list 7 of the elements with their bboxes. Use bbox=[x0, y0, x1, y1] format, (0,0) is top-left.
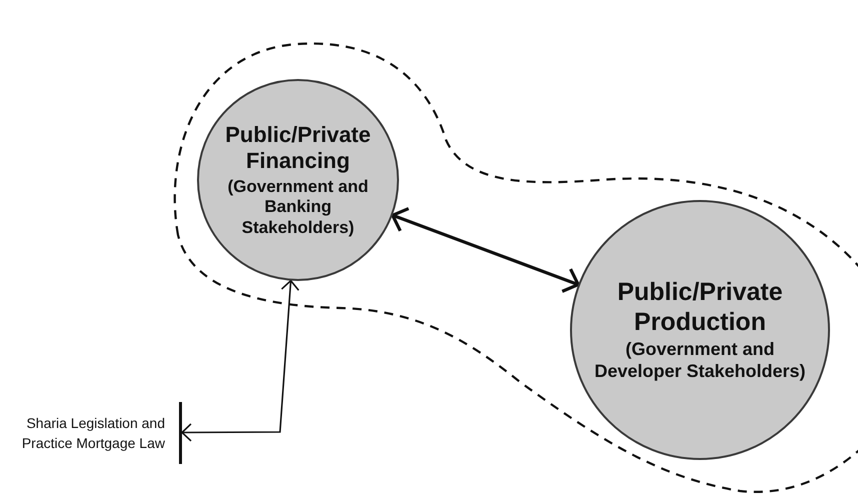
node-subtitle: (Government and Developer Stakeholders) bbox=[593, 339, 807, 383]
node-title: Public/Private Production bbox=[616, 277, 784, 338]
double-arrow bbox=[181, 280, 300, 442]
note-text: Sharia Legislation and Practice Mortgage Law bbox=[20, 414, 165, 453]
double-arrow bbox=[391, 206, 580, 293]
node-title: Public/Private Financing bbox=[224, 122, 372, 175]
node-subtitle: (Government and Banking Stakeholders) bbox=[226, 176, 370, 238]
